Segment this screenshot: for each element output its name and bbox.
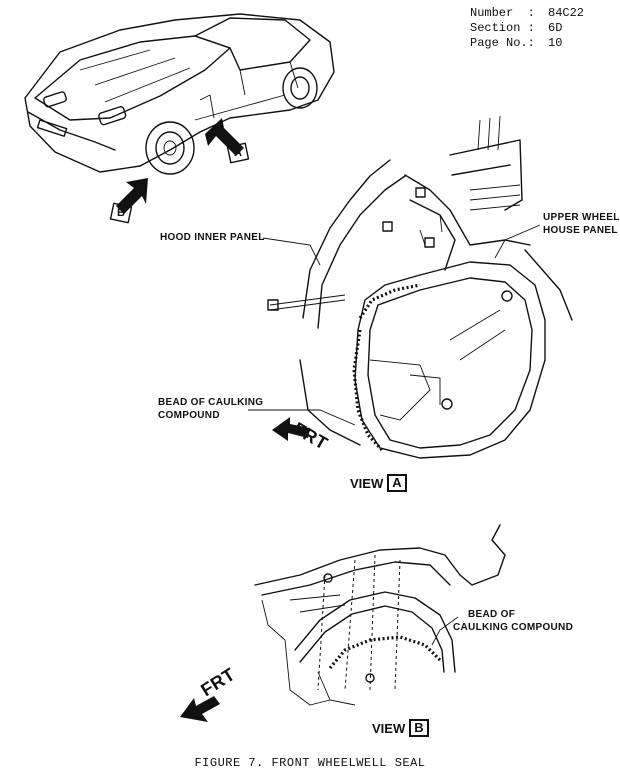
view-b-drawing bbox=[180, 524, 506, 722]
section-label: Section : bbox=[470, 21, 535, 35]
upper-wheel-house-label-2: HOUSE PANEL bbox=[543, 225, 618, 236]
number-value: 84C22 bbox=[548, 6, 585, 20]
page-value: 10 bbox=[548, 36, 563, 50]
figure-caption: FIGURE 7. FRONT WHEELWELL SEAL bbox=[194, 756, 426, 770]
view-b-title: VIEW B bbox=[372, 719, 429, 737]
page-label: Page No.: bbox=[470, 36, 535, 50]
marker-a-box bbox=[226, 142, 250, 164]
view-b-letter: B bbox=[409, 719, 429, 737]
bead-caulking-a-label-2: COMPOUND bbox=[158, 410, 220, 421]
car-outline-icon bbox=[24, 13, 335, 224]
bead-caulking-b-label-2: CAULKING COMPOUND bbox=[453, 622, 574, 633]
view-b-word: VIEW bbox=[372, 720, 406, 736]
marker-a-label: A bbox=[234, 147, 243, 159]
document-header: Number : 84C22 Section : 6D Page No.: 10 bbox=[470, 6, 584, 51]
view-a-letter: A bbox=[387, 474, 407, 492]
marker-b-box bbox=[109, 202, 133, 224]
view-a-word: VIEW bbox=[350, 475, 384, 491]
marker-b-label: B bbox=[117, 207, 126, 219]
hood-inner-panel-label: HOOD INNER PANEL bbox=[160, 232, 265, 243]
view-a-drawing bbox=[248, 115, 573, 459]
number-label: Number : bbox=[470, 6, 535, 20]
upper-wheel-house-label-1: UPPER WHEEL bbox=[543, 212, 620, 223]
bead-caulking-a-label-1: BEAD OF CAULKING bbox=[158, 397, 264, 408]
view-a-title: VIEW A bbox=[350, 474, 407, 492]
bead-caulking-b-label-1: BEAD OF bbox=[468, 609, 516, 620]
section-value: 6D bbox=[548, 21, 563, 35]
